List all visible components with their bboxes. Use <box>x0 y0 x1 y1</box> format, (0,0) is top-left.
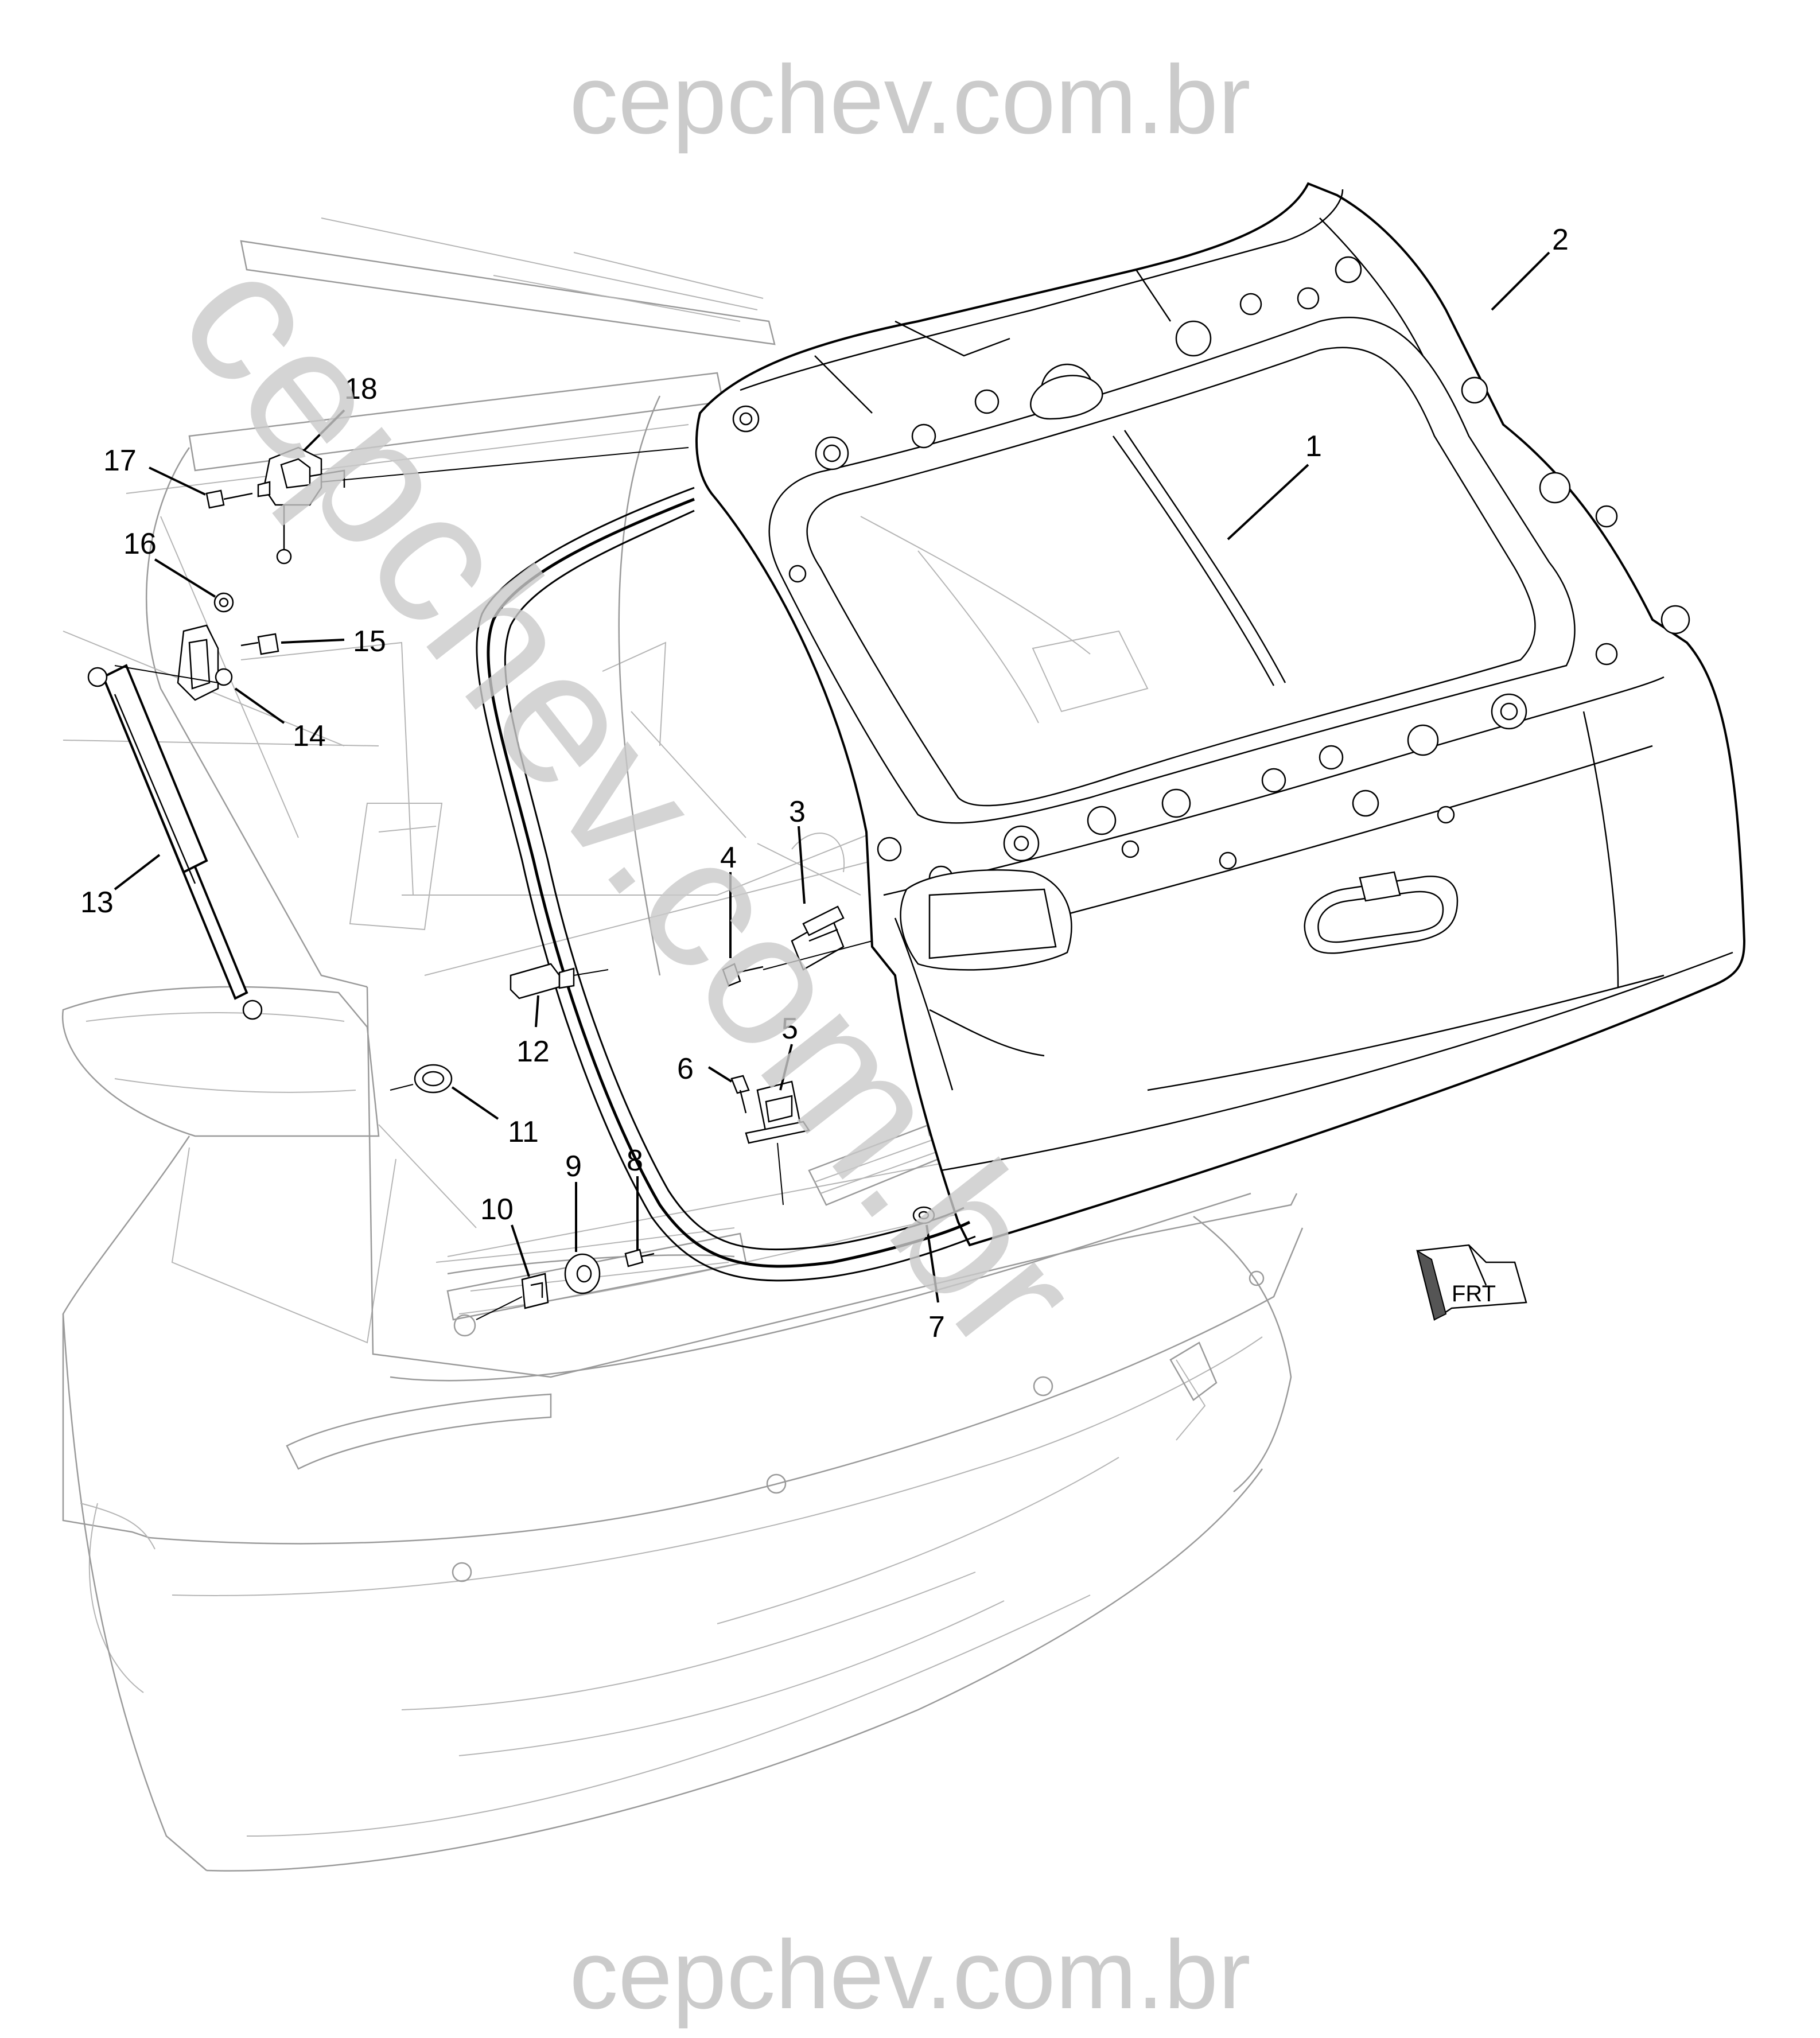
callout-13: 13 <box>80 886 114 919</box>
watermark-bottom: cepchev.com.br <box>569 1920 1250 2029</box>
leader-lines <box>114 251 1550 1303</box>
bumper-stop-12 <box>510 963 609 999</box>
clip-10 <box>476 1273 549 1320</box>
callout-2: 2 <box>1552 223 1569 256</box>
liftgate-window-glass <box>806 347 1536 807</box>
callout-4: 4 <box>720 841 737 874</box>
callout-3: 3 <box>789 795 806 829</box>
grommet-7 <box>912 1206 935 1224</box>
grommet-11 <box>390 1064 453 1094</box>
callout-11: 11 <box>508 1115 539 1149</box>
callout-9: 9 <box>565 1150 582 1183</box>
liftgate-holes <box>732 256 1690 890</box>
liftgate-panel <box>695 182 1746 1247</box>
watermark-top: cepchev.com.br <box>569 45 1250 154</box>
callout-16: 16 <box>123 527 157 561</box>
callout-18: 18 <box>344 372 378 406</box>
callout-15: 15 <box>353 625 386 658</box>
callout-12: 12 <box>516 1035 550 1068</box>
washer-9 <box>564 1253 601 1294</box>
frt-label: FRT <box>1452 1281 1496 1306</box>
callout-8: 8 <box>627 1144 643 1177</box>
callout-6: 6 <box>677 1052 694 1086</box>
liftgate-strut <box>87 664 263 1020</box>
callout-17: 17 <box>103 444 137 477</box>
bolt-6 <box>730 1075 750 1114</box>
callout-14: 14 <box>293 719 326 753</box>
hinge-lower <box>114 624 233 701</box>
bolt-4 <box>722 940 873 987</box>
striker-3 <box>791 905 845 971</box>
bolt-8 <box>624 1249 655 1267</box>
callout-labels: 1 2 3 4 5 6 7 8 9 10 11 12 13 14 15 16 1… <box>80 223 1569 1344</box>
weatherstrip-seal <box>476 487 976 1282</box>
bolt-15 <box>240 633 279 655</box>
callout-7: 7 <box>928 1310 945 1344</box>
callout-10: 10 <box>480 1193 514 1226</box>
nut-16 <box>213 592 234 613</box>
callout-1: 1 <box>1305 430 1322 463</box>
liftgate-hinge <box>257 446 689 565</box>
striker-5 <box>745 1080 811 1205</box>
bolt-17 <box>205 489 253 509</box>
callout-5: 5 <box>781 1012 798 1045</box>
front-orientation-arrow: FRT <box>1416 1244 1527 1321</box>
